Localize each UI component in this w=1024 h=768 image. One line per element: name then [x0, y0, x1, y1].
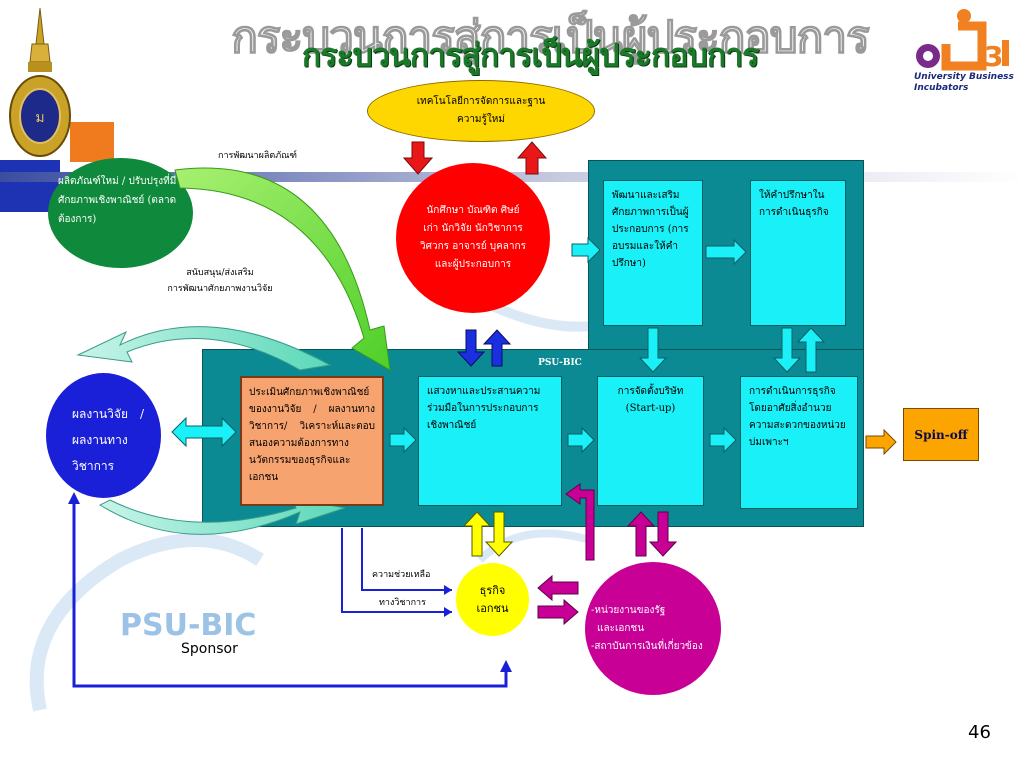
box-business-operation: การดำเนินการธุรกิจโดยอาศัยสิ่งอำนวยความส… [740, 376, 858, 509]
blue-loop-line [72, 496, 508, 688]
circle-research-output: ผลงานวิจัย / ผลงานทางวิชาการ [46, 373, 161, 498]
ubi-logo: 3 [916, 9, 1009, 72]
box-company-startup: การจัดตั้งบริษัท (Start-up) [597, 376, 704, 506]
royal-emblem-logo: ม [9, 7, 71, 157]
label-support: สนับสนุน/ส่งเสริม การพัฒนาศักยภาพงานวิจั… [150, 265, 290, 297]
page-number: 46 [968, 722, 991, 743]
right-arrow-develop [705, 238, 747, 266]
ellipse-technology: เทคโนโลยีการจัดการและฐานความรู้ใหม่ [367, 80, 595, 142]
label-support-line1: สนับสนุน/ส่งเสริม [186, 268, 254, 278]
gov-line1: -หน่วยงานของรัฐ [591, 604, 666, 616]
company-line1: การจัดตั้งบริษัท [617, 386, 684, 397]
magenta-arrow-down [648, 511, 678, 557]
research-text: ผลงานวิจัย / ผลงานทางวิชาการ [72, 407, 144, 473]
box-spin-off: Spin-off [903, 408, 979, 461]
business-text: ธุรกิจเอกชน [476, 583, 509, 615]
page-title: กระบวนการสู่การเป็นผู้ประกอบการ [301, 36, 760, 74]
right-arrow-people [571, 236, 601, 264]
box-seek-cooperation: แสวงหาและประสานความร่วมมือในการประกอบการ… [418, 376, 562, 506]
green-curved-arrow [174, 167, 391, 371]
decorative-orange-square [70, 122, 114, 162]
sponsor-label: Sponsor [181, 641, 238, 657]
svg-text:3: 3 [984, 40, 1003, 72]
label-support-line2: การพัฒนาศักยภาพงานวิจัย [167, 284, 273, 294]
circle-government-finance: -หน่วยงานของรัฐ และเอกชน -สถาบันการเงินท… [585, 562, 721, 695]
magenta-arrow-up-left [565, 483, 595, 561]
psu-bic-watermark: PSU-BIC [120, 608, 257, 643]
product-blob [48, 158, 193, 268]
box-develop-entrepreneur: พัฒนาและเสริมศักยภาพการเป็นผู้ประกอบการ … [603, 180, 703, 326]
label-academic: ทางวิชาการ [379, 598, 426, 608]
yellow-arrow-up [462, 511, 492, 557]
magenta-arrow-up [626, 511, 656, 557]
psu-bic-label: PSU-BIC [538, 358, 582, 368]
title-echo: กระบวนการสู่การเป็นผู้ประกอบการ [231, 11, 871, 63]
gov-line2: และเอกชน [597, 622, 645, 634]
ubi-logo-line2: Incubators [914, 83, 969, 93]
blue-line-academic [341, 528, 452, 613]
magenta-arrow-right [537, 598, 579, 626]
teal-curved-arrow-bottom [98, 497, 346, 535]
box-business-consult: ให้คำปรึกษาในการดำเนินธุรกิจ [750, 180, 846, 326]
svg-text:ม: ม [35, 110, 44, 126]
right-arrow-spinoff [865, 428, 897, 456]
right-arrow-evaluate [389, 426, 417, 454]
ubi-logo-text: University Business Incubators [914, 72, 1014, 94]
label-product-dev: การพัฒนาผลิตภัณฑ์ [218, 151, 297, 161]
down-arrow-red [402, 141, 434, 175]
people-text: นักศึกษา บัณฑิต ศิษย์เก่า นักวิจัย นักวิ… [420, 205, 526, 270]
up-arrow-blue [482, 329, 512, 367]
box-evaluate-research: ประเมินศักยภาพเชิงพาณิชย์ของงานวิจัย / ผ… [240, 376, 384, 506]
down-arrow-consult [772, 327, 802, 373]
down-arrow-blue [456, 329, 486, 367]
circle-private-business: ธุรกิจเอกชน [456, 563, 529, 636]
up-arrow-consult [796, 327, 826, 373]
teal-curved-arrow-top [76, 326, 332, 371]
tech-text: เทคโนโลยีการจัดการและฐานความรู้ใหม่ [416, 96, 546, 125]
ubi-logo-line1: University Business [914, 72, 1014, 82]
company-line2: (Start-up) [625, 403, 676, 414]
down-arrow-develop [638, 327, 668, 373]
product-text: ผลิตภัณฑ์ใหม่ / ปรับปรุงที่มีศักยภาพเชิง… [58, 176, 177, 225]
up-arrow-red [516, 141, 548, 175]
gov-line3: -สถาบันการเงินที่เกี่ยวข้อง [591, 640, 703, 652]
right-arrow-company [709, 426, 737, 454]
gov-text: -หน่วยงานของรัฐ และเอกชน -สถาบันการเงินท… [591, 602, 715, 656]
yellow-arrow-down [484, 511, 514, 557]
right-arrow-search [567, 426, 595, 454]
double-arrow-research [171, 416, 237, 448]
blue-line-help [361, 528, 452, 591]
circle-people: นักศึกษา บัณฑิต ศิษย์เก่า นักวิจัย นักวิ… [396, 163, 550, 313]
magenta-arrow-left [537, 574, 579, 602]
label-help: ความช่วยเหลือ [372, 570, 431, 580]
